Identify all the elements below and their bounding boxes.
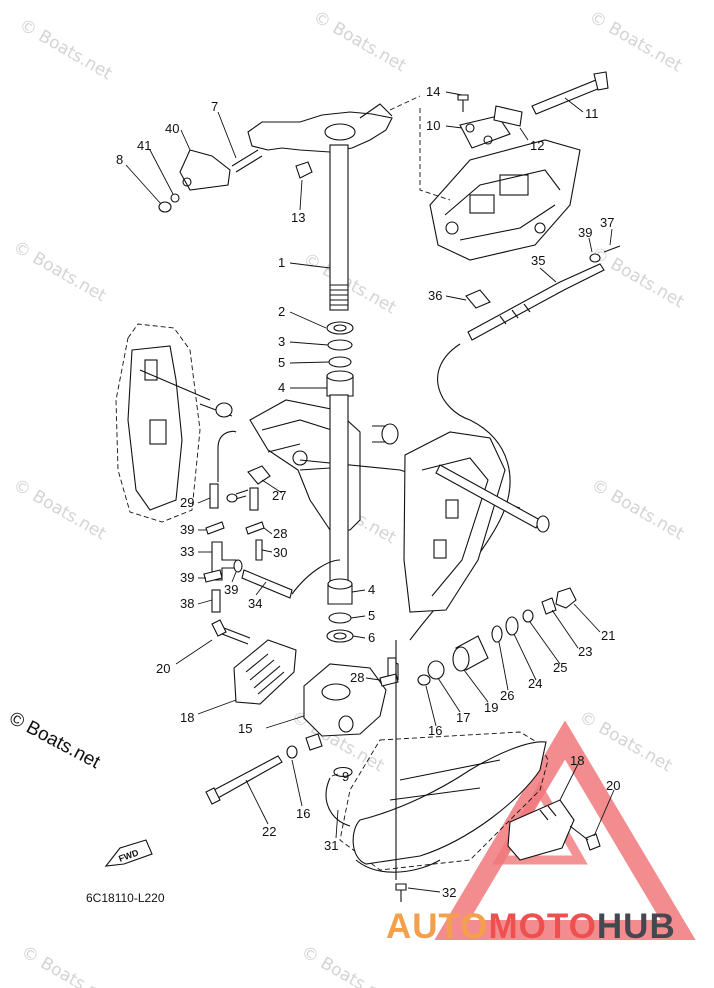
callout-10: 10 (426, 118, 440, 133)
callout-39: 39 (578, 225, 592, 240)
callout-28: 28 (350, 670, 364, 685)
callout-11: 11 (585, 106, 599, 121)
callout-22: 22 (262, 824, 276, 839)
callout-23: 23 (578, 644, 592, 659)
callout-5: 5 (368, 608, 375, 623)
callout-34: 34 (248, 596, 262, 611)
logo-part3: HUB (597, 907, 676, 946)
watermark: © Boats.net (586, 7, 686, 76)
logo-part2: MOTO (489, 907, 597, 946)
svg-text:AUTOMOTOHUB: AUTOMOTOHUB (386, 907, 676, 946)
callout-26: 26 (500, 688, 514, 703)
watermark: © Boats.net (18, 942, 118, 988)
callout-31: 31 (324, 838, 338, 853)
callout-8: 8 (116, 152, 123, 167)
callout-39: 39 (180, 570, 194, 585)
watermark: © Boats.net (588, 475, 688, 544)
callout-39: 39 (180, 522, 194, 537)
watermark: © Boats.net (10, 475, 110, 544)
callout-4: 4 (368, 582, 375, 597)
watermark: © Boats.net (298, 942, 398, 988)
callout-7: 7 (211, 99, 218, 114)
callout-35: 35 (531, 253, 545, 268)
callout-36: 36 (428, 288, 442, 303)
part-drawings (104, 71, 621, 902)
callout-25: 25 (553, 660, 567, 675)
callout-38: 38 (180, 596, 194, 611)
callout-1: 1 (278, 255, 285, 270)
callout-41: 41 (137, 138, 151, 153)
callout-29: 29 (180, 495, 194, 510)
watermark: © Boats.net (588, 243, 688, 312)
watermark: © Boats.net (300, 249, 400, 318)
callout-21: 21 (601, 628, 615, 643)
automotohub-logo: AUTOMOTOHUB (386, 907, 676, 946)
callout-39: 39 (224, 582, 238, 597)
watermark: © Boats.net (10, 237, 110, 306)
callout-2: 2 (278, 304, 285, 319)
copyright-text: © Boats.net (6, 708, 104, 774)
callout-15: 15 (238, 721, 252, 736)
callout-37: 37 (600, 215, 614, 230)
callout-labels: 14 10 12 11 7 40 41 8 13 1 37 39 35 36 2… (116, 84, 620, 900)
callout-16: 16 (428, 723, 442, 738)
callout-19: 19 (484, 700, 498, 715)
callout-30: 30 (273, 545, 287, 560)
callout-24: 24 (528, 676, 542, 691)
callout-28: 28 (273, 526, 287, 541)
leader-lines (125, 91, 615, 893)
callout-12: 12 (530, 138, 544, 153)
callout-18: 18 (570, 753, 584, 768)
callout-4: 4 (278, 380, 285, 395)
callout-9: 9 (342, 769, 349, 784)
logo-part1: AUTO (386, 907, 489, 946)
callout-14: 14 (426, 84, 440, 99)
diagram-code: 6C18110-L220 (86, 891, 165, 905)
callout-6: 6 (368, 630, 375, 645)
callout-33: 33 (180, 544, 194, 559)
callout-16: 16 (296, 806, 310, 821)
callout-13: 13 (291, 210, 305, 225)
callout-32: 32 (442, 885, 456, 900)
callout-20: 20 (606, 778, 620, 793)
callout-17: 17 (456, 710, 470, 725)
callout-20: 20 (156, 661, 170, 676)
callout-18: 18 (180, 710, 194, 725)
callout-40: 40 (165, 121, 179, 136)
watermark: © Boats.net (310, 7, 410, 76)
callout-27: 27 (272, 488, 286, 503)
callout-5: 5 (278, 355, 285, 370)
callout-3: 3 (278, 334, 285, 349)
watermark: © Boats.net (16, 15, 116, 84)
